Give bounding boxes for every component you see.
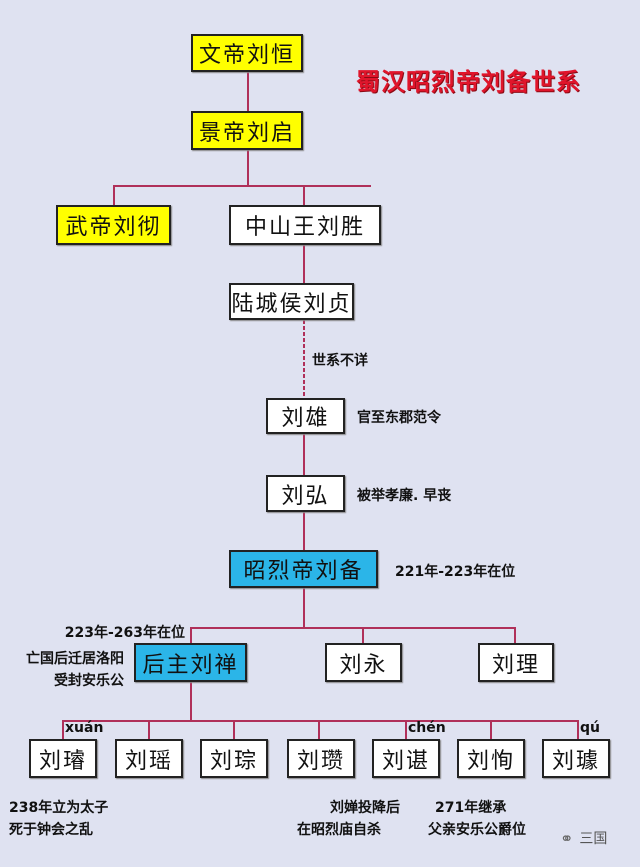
connector (318, 720, 320, 739)
note-xun: 271年继承 (435, 800, 507, 816)
note-xuan: 死于钟会之乱 (9, 822, 93, 838)
node-liuli: 刘理 (478, 643, 554, 682)
connector (405, 720, 407, 739)
watermark: ⚭ 三国 (560, 828, 607, 848)
diagram-title: 蜀汉昭烈帝刘备世系 (356, 68, 581, 96)
node-child: 刘谌 (372, 739, 440, 778)
node-liuyong: 刘永 (325, 643, 402, 682)
connector (62, 720, 64, 739)
connector (247, 72, 249, 111)
note-bei: 221年-223年在位 (395, 564, 516, 580)
connector (190, 682, 192, 721)
node-liuhong: 刘弘 (266, 475, 345, 512)
note-shan: 受封安乐公 (54, 673, 124, 689)
node-child: 刘恂 (457, 739, 525, 778)
connector (303, 320, 305, 398)
node-wudi: 武帝刘彻 (56, 205, 171, 245)
node-liushan: 后主刘禅 (134, 643, 247, 682)
node-liubei: 昭烈帝刘备 (229, 550, 378, 588)
pinyin-xuan: xuán (65, 720, 104, 736)
node-liuxiong: 刘雄 (266, 398, 345, 434)
connector (303, 245, 305, 283)
pinyin-chen: chén (408, 720, 446, 736)
connector (113, 185, 115, 205)
node-zhongshan: 中山王刘胜 (229, 205, 381, 245)
node-child: 刘琮 (200, 739, 268, 778)
connector (303, 588, 305, 628)
node-child: 刘瓒 (287, 739, 355, 778)
connector (62, 720, 579, 722)
node-lucheng: 陆城侯刘贞 (229, 283, 354, 320)
watermark-text: 三国 (579, 831, 608, 847)
note-hong: 被举孝廉. 早丧 (357, 488, 452, 504)
note-xun: 父亲安乐公爵位 (428, 822, 526, 838)
connector (490, 720, 492, 739)
connector (303, 434, 305, 475)
connector (148, 720, 150, 739)
connector (362, 627, 364, 643)
node-child: 刘瑶 (115, 739, 183, 778)
connector (303, 512, 305, 550)
connector (514, 627, 516, 643)
note-xiong: 官至东郡范令 (357, 410, 441, 426)
connector (190, 627, 192, 643)
note-xuan: 238年立为太子 (9, 800, 109, 816)
note-shan: 223年-263年在位 (64, 625, 185, 641)
note-shan: 亡国后迁居洛阳 (26, 651, 124, 667)
wechat-icon: ⚭ (560, 828, 574, 848)
node-wendi: 文帝刘恒 (191, 34, 303, 72)
pinyin-qu: qú (580, 720, 600, 736)
connector (113, 185, 371, 187)
node-child: 刘璿 (29, 739, 97, 778)
node-jingdi: 景帝刘启 (191, 111, 303, 150)
connector (190, 627, 516, 629)
connector (247, 150, 249, 186)
note-chen: 刘婵投降后 (330, 800, 400, 816)
connector (303, 185, 305, 205)
connector (577, 720, 579, 739)
connector (233, 720, 235, 739)
node-child: 刘璩 (542, 739, 610, 778)
note-unknown: 世系不详 (312, 353, 368, 369)
note-chen: 在昭烈庙自杀 (297, 822, 381, 838)
